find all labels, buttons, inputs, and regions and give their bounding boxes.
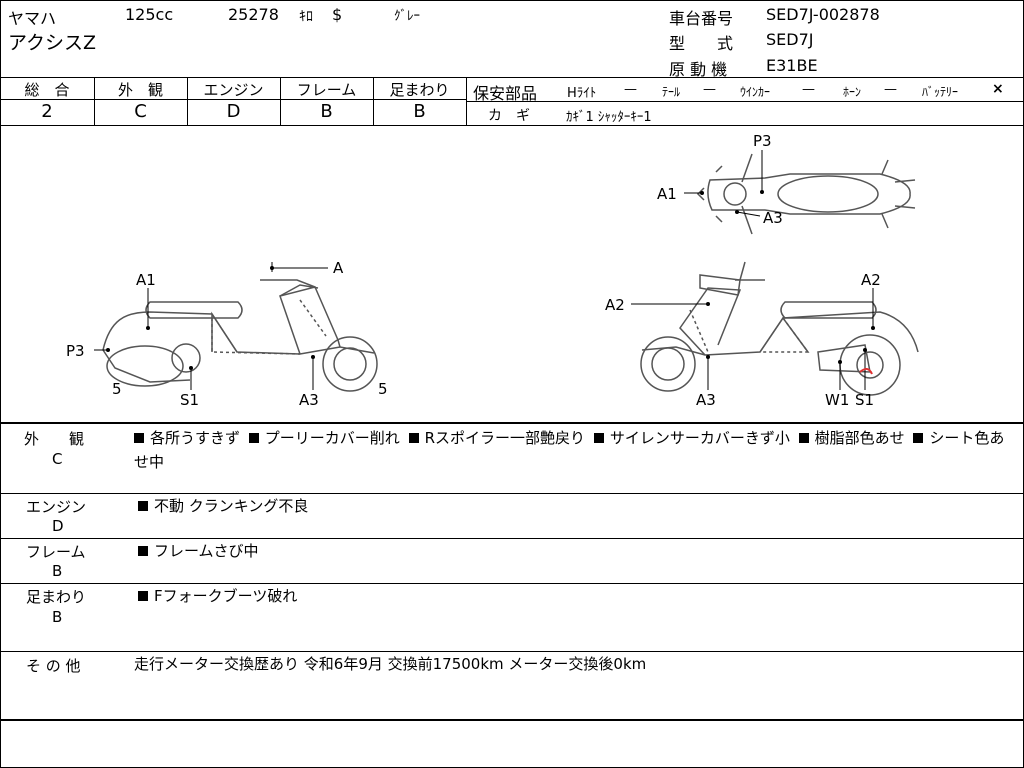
exterior-head: 外 観 [24, 430, 85, 448]
grade-engine-value: D [226, 101, 241, 122]
label-right-s1: S1 [855, 391, 875, 409]
grade-divider [187, 77, 188, 125]
mileage-symbol: $ [332, 5, 343, 24]
engine-head: エンジン [26, 498, 87, 516]
safety-label: 保安部品 [473, 84, 538, 103]
leader-dots [106, 190, 875, 370]
engine-grade: D [52, 517, 64, 535]
scooter-left-view [102, 262, 378, 392]
frame-grade: B [52, 562, 63, 580]
displacement: 125cc [125, 5, 174, 24]
suspension-notes: Fフォークブーツ破れ [138, 584, 297, 608]
exterior-note: Rスポイラー一部艶戻り [424, 429, 586, 447]
grade-frame-label: フレーム [296, 81, 357, 99]
label-right-a2-rear: A2 [861, 271, 881, 289]
safety-horn-status: — [884, 82, 897, 97]
scooter-top-view [696, 153, 916, 235]
grade-table-mid [0, 99, 466, 100]
key-value: ｶｷﾞ1 ｼｬｯﾀｰｷｰ1 [566, 110, 652, 125]
grade-suspension-value: B [413, 101, 426, 122]
frame-head: フレーム [26, 543, 86, 561]
vin-label: 車台番号 [669, 9, 734, 28]
grade-table-bottom [0, 125, 1024, 126]
exterior-note: 各所うすきず [150, 429, 241, 447]
mileage-value: 25278 [228, 5, 279, 24]
grade-divider [466, 77, 467, 125]
divider-suspension [0, 651, 1024, 652]
exterior-note: サイレンサーカバーきず小 [609, 429, 790, 447]
frame-notes: フレームさび中 [138, 539, 259, 563]
safety-winker: ｳｲﾝｶｰ [740, 85, 771, 99]
frame-note: フレームさび中 [154, 542, 259, 560]
key-label: カ ギ [488, 108, 530, 124]
safety-tail-status: — [703, 82, 716, 97]
safety-battery: ﾊﾞｯﾃﾘｰ [922, 85, 959, 99]
label-left-a3: A3 [299, 391, 319, 409]
grade-exterior-label: 外 観 [117, 81, 163, 99]
exterior-notes: 各所うすきず プーリーカバー削れ Rスポイラー一部艶戻り サイレンサーカバーきず… [134, 426, 1018, 474]
label-top-a3: A3 [763, 209, 783, 227]
safety-headlight: Hﾗｲﾄ [567, 86, 597, 101]
grade-overall-value: 2 [41, 101, 53, 122]
engine-notes: 不動 クランキング不良 [138, 494, 308, 518]
label-left-5b: 5 [378, 380, 388, 398]
label-left-a1: A1 [136, 271, 156, 289]
damage-marker-red [859, 368, 873, 375]
model-name: アクシスZ [8, 32, 97, 54]
type-value: SED7J [766, 30, 814, 49]
suspension-note: Fフォークブーツ破れ [154, 587, 298, 605]
grade-divider [280, 77, 281, 125]
remarks-top [0, 422, 1024, 424]
exterior-grade: C [52, 450, 63, 468]
scooter-diagram [94, 150, 919, 396]
other-head: そ の 他 [26, 657, 81, 675]
grade-exterior-value: C [134, 101, 147, 122]
safety-mid [466, 101, 1024, 102]
remarks-bottom [0, 719, 1024, 721]
label-left-p3: P3 [66, 342, 85, 360]
label-top-a1: A1 [657, 185, 677, 203]
label-top-p3: P3 [753, 132, 772, 150]
divider-exterior [0, 493, 1024, 494]
safety-tail: ﾃｰﾙ [662, 85, 681, 99]
other-notes: 走行メーター交換歴あり 令和6年9月 交換前17500km メーター交換後0km [134, 655, 647, 673]
safety-horn: ﾎｰﾝ [843, 85, 862, 99]
engine-label: 原 動 機 [669, 60, 728, 79]
exterior-note: 樹脂部色あせ [814, 429, 905, 447]
leader-lines [94, 150, 874, 390]
engine-note: 不動 クランキング不良 [154, 497, 309, 515]
grade-frame-value: B [320, 101, 333, 122]
suspension-grade: B [52, 608, 63, 626]
type-label: 型 式 [669, 34, 734, 53]
mileage-unit: ｷﾛ [299, 9, 313, 25]
safety-headlight-status: — [624, 82, 637, 97]
divider-engine [0, 538, 1024, 539]
safety-winker-status: — [802, 82, 815, 97]
grade-engine-label: エンジン [203, 81, 264, 99]
suspension-head: 足まわり [26, 588, 87, 606]
grade-overall-label: 総 合 [24, 81, 70, 99]
divider-frame [0, 583, 1024, 584]
label-left-s1: S1 [180, 391, 200, 409]
label-left-5a: 5 [112, 380, 122, 398]
exterior-note: プーリーカバー削れ [264, 429, 400, 447]
label-left-a: A [333, 259, 344, 277]
safety-battery-status: × [992, 81, 1004, 97]
engine-value: E31BE [766, 56, 818, 75]
grade-divider [373, 77, 374, 125]
label-right-a3: A3 [696, 391, 716, 409]
label-right-w1: W1 [825, 391, 850, 409]
color: ｸﾞﾚｰ [394, 9, 420, 24]
grade-divider [94, 77, 95, 125]
grade-table-top [0, 77, 1024, 78]
maker: ヤマハ [8, 9, 57, 28]
grade-suspension-label: 足まわり [389, 81, 450, 99]
label-right-a2-front: A2 [605, 296, 625, 314]
exterior-note: シート色あせ中 [134, 429, 1005, 471]
vin-value: SED7J-002878 [766, 5, 880, 24]
